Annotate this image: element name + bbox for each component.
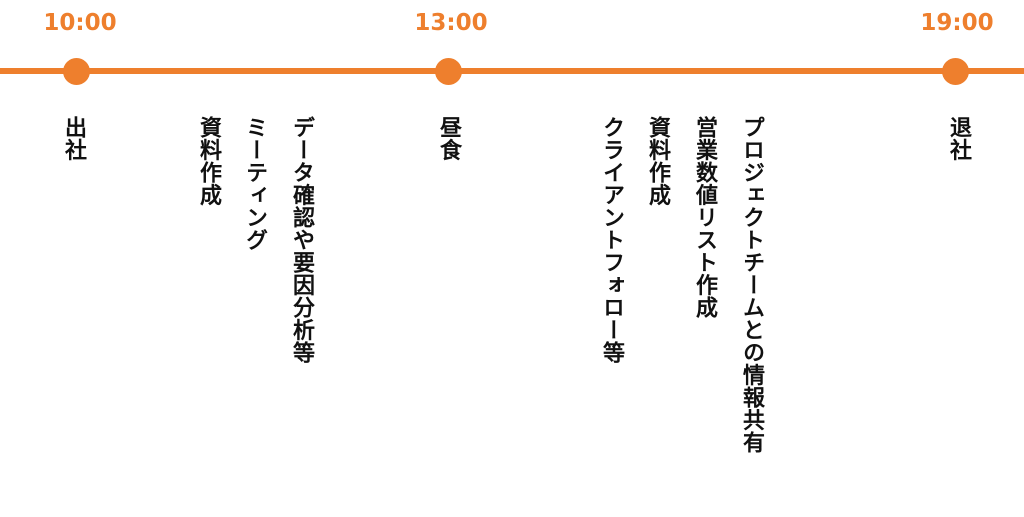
time-label-noon: 13:00 xyxy=(414,10,488,36)
activity-team-sharing: プロジェクトチームとの情報共有 xyxy=(739,116,764,454)
timeline-dot-noon xyxy=(434,58,462,85)
activity-document-prep-afternoon: 資料作成 xyxy=(645,116,670,206)
activity-arrive: 出社 xyxy=(61,116,86,161)
activity-data-analysis: データ確認や要因分析等 xyxy=(289,116,314,364)
timeline-line xyxy=(0,68,1024,74)
time-label-end: 19:00 xyxy=(920,10,994,36)
activity-lunch: 昼食 xyxy=(436,116,461,161)
activity-leave: 退社 xyxy=(946,116,971,161)
activity-sales-list: 営業数値リスト作成 xyxy=(692,116,717,319)
activity-document-prep-morning: 資料作成 xyxy=(196,116,221,206)
activity-client-followup: クライアントフォロー等 xyxy=(599,116,624,364)
time-label-start: 10:00 xyxy=(43,10,117,36)
activity-meeting: ミーティング xyxy=(242,116,267,251)
timeline-dot-end xyxy=(941,58,969,85)
timeline-dot-start xyxy=(62,58,90,85)
